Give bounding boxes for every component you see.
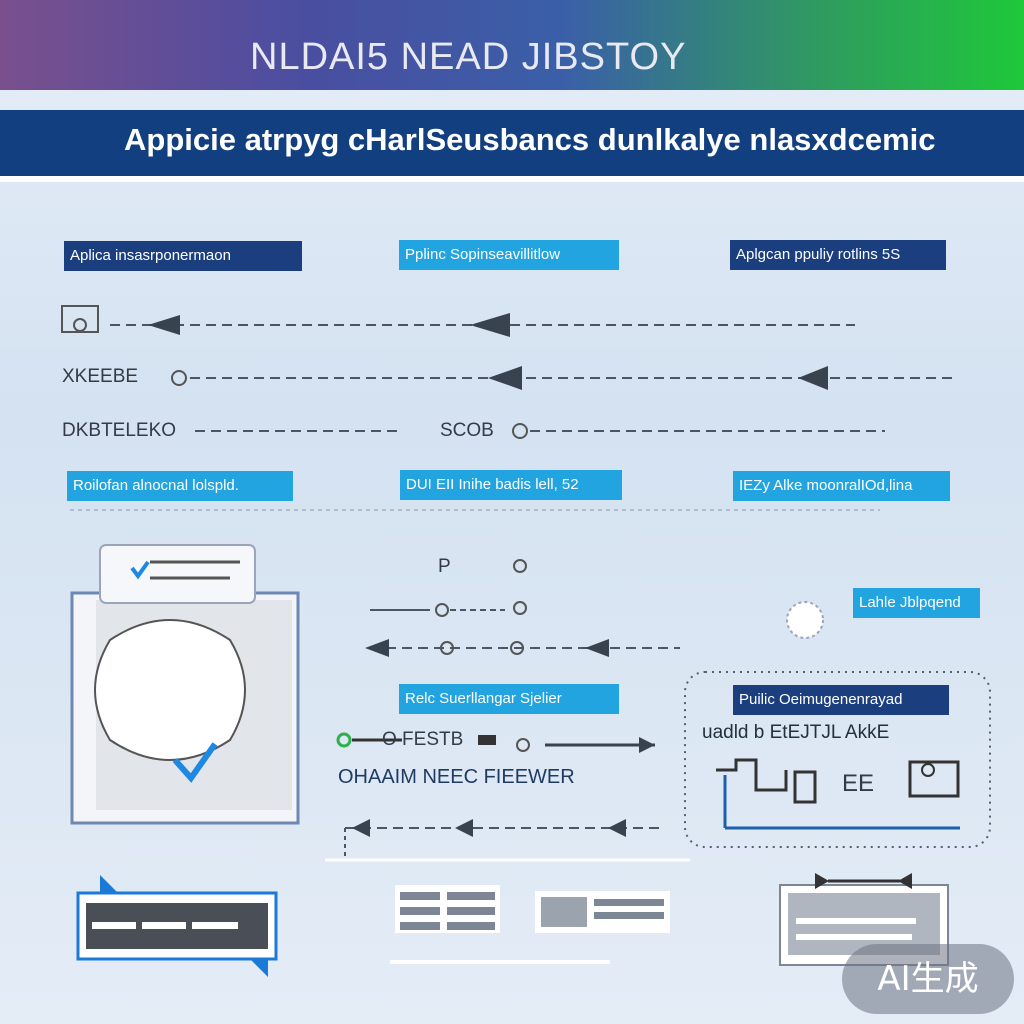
left-card xyxy=(70,544,300,825)
row-label-8: EE xyxy=(842,770,875,797)
ai-generated-badge: AI生成 xyxy=(842,944,1014,1014)
right-dotted-panel xyxy=(684,601,991,848)
label-5: DUI EII Inihe badis lell, 52 xyxy=(400,470,622,500)
top-banner xyxy=(0,0,1024,90)
middle-connectors xyxy=(365,559,680,657)
label-7: Lahle Jblpqend xyxy=(853,588,980,618)
page-title: NLDAI5 NEAD JIBSTOY xyxy=(250,36,687,78)
right-machine-icons xyxy=(716,758,960,804)
subtitle-text: Appicie atrpyg cHarlSeusbancs dunlkalye … xyxy=(124,122,936,157)
row-label-6: OHAAIM NEEC FIEEWER xyxy=(338,766,575,788)
row-label-7: uadld b EtEJTJL AkkE xyxy=(702,722,890,743)
label-1: Aplica insasrponermaon xyxy=(64,241,302,271)
row-label-2: DKBTELEKO xyxy=(62,420,177,441)
bottom-middle-connectors xyxy=(336,732,660,860)
label-3: Aplgcan ppuliy rotlins 5S xyxy=(730,240,946,270)
label-8: Relc Suerllangar Sjelier xyxy=(399,684,619,714)
label-9: Puilic Oeimugenenrayad xyxy=(733,685,949,715)
label-6: IEZy Alke moonralIOd,lina xyxy=(733,471,950,501)
row-label-1: XKEEBE xyxy=(62,366,139,387)
row-2-line xyxy=(171,366,955,390)
divider-lines xyxy=(70,509,880,964)
label-2: Pplinc Sopinseavillitlow xyxy=(399,240,619,270)
row-label-3: SCOB xyxy=(440,420,494,441)
label-4: Roilofan alnocnal lolspld. xyxy=(67,471,293,501)
bottom-icons xyxy=(76,873,949,977)
row-label-5: O FESTB xyxy=(382,729,464,750)
row-3-line xyxy=(195,423,885,439)
row-1-line xyxy=(61,305,855,337)
subtitle-bar xyxy=(0,110,1024,182)
row-label-4: P xyxy=(438,556,451,577)
